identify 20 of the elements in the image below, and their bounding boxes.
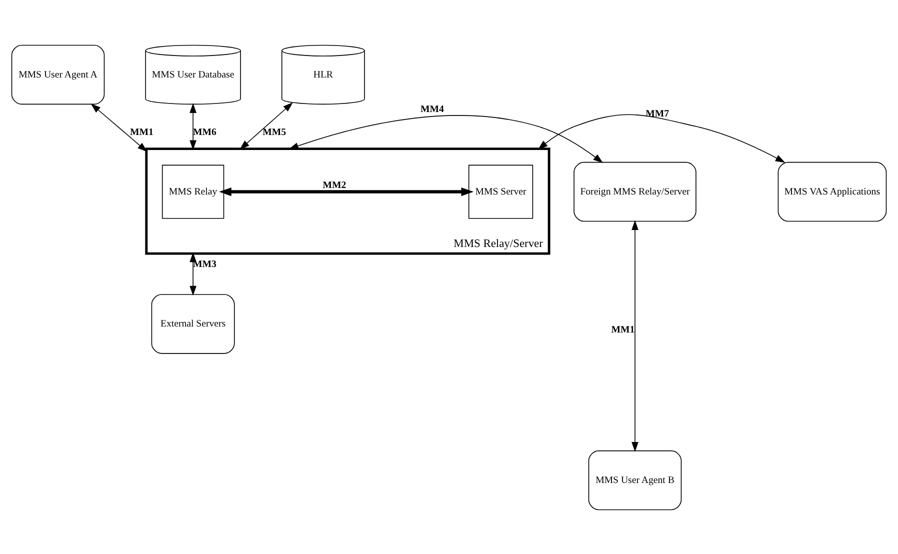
arrow xyxy=(288,114,604,163)
edge-label: MM4 xyxy=(420,104,444,115)
arrow xyxy=(538,114,786,162)
node-box: MMS User Agent A xyxy=(11,44,105,104)
node-box: External Servers xyxy=(151,294,235,354)
arrow xyxy=(90,103,148,152)
arrow xyxy=(219,186,474,196)
node-box: MMS User Agent B xyxy=(588,450,682,510)
arrow xyxy=(190,102,196,150)
edge-label: MM1 xyxy=(130,126,154,138)
edge-label: MM7 xyxy=(646,108,670,120)
arrow xyxy=(240,102,293,150)
node-box: MMS VAS Applications xyxy=(778,161,887,222)
edge-label: MM5 xyxy=(262,126,286,138)
node-box: MMS Relay xyxy=(162,164,224,218)
edge-label: MM2 xyxy=(322,180,346,191)
edge-label: MM1 xyxy=(611,324,635,335)
node-box: MMS Server xyxy=(468,164,534,218)
arrow xyxy=(632,220,638,452)
node-box: Foreign MMS Relay/Server xyxy=(574,161,696,222)
